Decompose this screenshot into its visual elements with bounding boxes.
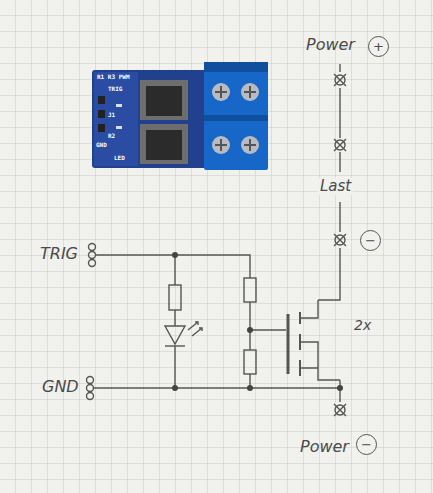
silkscreen-text: R1 R3 PWM [97,74,130,81]
polarity-mark: + [368,36,389,57]
silkscreen-text: J1 [108,112,115,119]
junction-dots [172,252,343,391]
silkscreen-text: R2 [108,133,115,140]
power-label: Power [300,438,349,456]
quantity-note: 2x [354,318,371,333]
signal-name: GND [42,378,79,396]
silkscreen-text: LED [114,155,125,162]
load-label: Last [318,178,353,195]
polarity-mark: − [356,434,377,455]
silkscreen-text: GND [96,142,107,149]
polarity-mark: − [360,230,381,251]
silkscreen-text: TRIG [108,86,122,93]
mosfet-module-photo [92,62,268,170]
signal-name: TRIG [40,245,78,263]
circuit-wiring [87,64,347,416]
power-label: Power [306,36,355,54]
